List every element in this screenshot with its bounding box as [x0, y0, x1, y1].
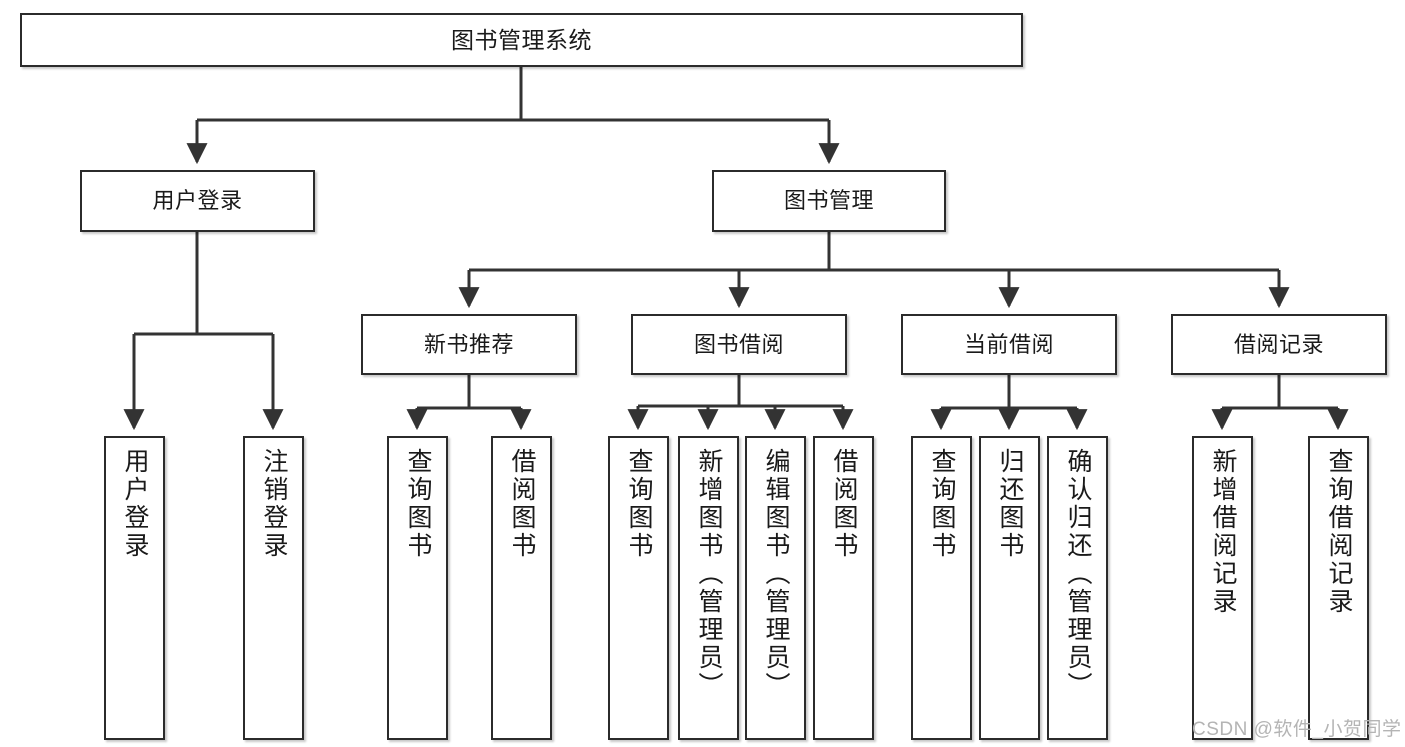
node-label: 查询图书	[928, 448, 956, 560]
node-label: 借阅图书	[830, 448, 858, 560]
node-label: 借阅图书	[508, 448, 536, 560]
node-new-book-recommend[interactable]: 新书推荐	[361, 314, 577, 375]
node-label: 查询图书	[404, 448, 432, 560]
node-label: 注销登录	[260, 448, 288, 560]
leaf-current-borrow-confirm-return-admin[interactable]: 确认归还（管理员）	[1047, 436, 1108, 740]
node-label: 新增借阅记录	[1209, 448, 1237, 616]
leaf-user-login-logout[interactable]: 注销登录	[243, 436, 304, 740]
leaf-user-login-login[interactable]: 用户登录	[104, 436, 165, 740]
node-label: 查询借阅记录	[1325, 448, 1353, 616]
node-label: 用户登录	[152, 188, 243, 214]
node-label: 图书管理系统	[451, 26, 592, 53]
node-borrow-record[interactable]: 借阅记录	[1171, 314, 1387, 375]
node-label: 新书推荐	[423, 331, 514, 357]
node-label: 归还图书	[996, 448, 1024, 560]
node-book-borrow[interactable]: 图书借阅	[631, 314, 847, 375]
node-label: 确认归还（管理员）	[1064, 448, 1092, 700]
node-label: 查询图书	[625, 448, 653, 560]
node-book-management[interactable]: 图书管理	[712, 170, 946, 232]
node-current-borrow[interactable]: 当前借阅	[901, 314, 1117, 375]
node-label: 编辑图书（管理员）	[762, 448, 790, 700]
node-label: 借阅记录	[1233, 331, 1324, 357]
watermark-csdn: CSDN @软件_小贺同学	[1192, 719, 1402, 740]
leaf-book-borrow-borrow-book[interactable]: 借阅图书	[813, 436, 874, 740]
node-label: 图书借阅	[693, 331, 784, 357]
leaf-book-borrow-add-book-admin[interactable]: 新增图书（管理员）	[678, 436, 739, 740]
leaf-book-borrow-edit-book-admin[interactable]: 编辑图书（管理员）	[745, 436, 806, 740]
leaf-borrow-record-add-record[interactable]: 新增借阅记录	[1192, 436, 1253, 740]
leaf-current-borrow-return-book[interactable]: 归还图书	[979, 436, 1040, 740]
node-label: 当前借阅	[963, 331, 1054, 357]
leaf-borrow-record-query-record[interactable]: 查询借阅记录	[1308, 436, 1369, 740]
node-root-book-management-system[interactable]: 图书管理系统	[20, 13, 1023, 67]
node-label: 新增图书（管理员）	[695, 448, 723, 700]
node-label: 用户登录	[121, 448, 149, 560]
node-user-login[interactable]: 用户登录	[80, 170, 315, 232]
leaf-book-borrow-query-book[interactable]: 查询图书	[608, 436, 669, 740]
leaf-new-book-borrow-book[interactable]: 借阅图书	[491, 436, 552, 740]
node-label: 图书管理	[783, 188, 874, 214]
leaf-current-borrow-query-book[interactable]: 查询图书	[911, 436, 972, 740]
leaf-new-book-query-book[interactable]: 查询图书	[387, 436, 448, 740]
